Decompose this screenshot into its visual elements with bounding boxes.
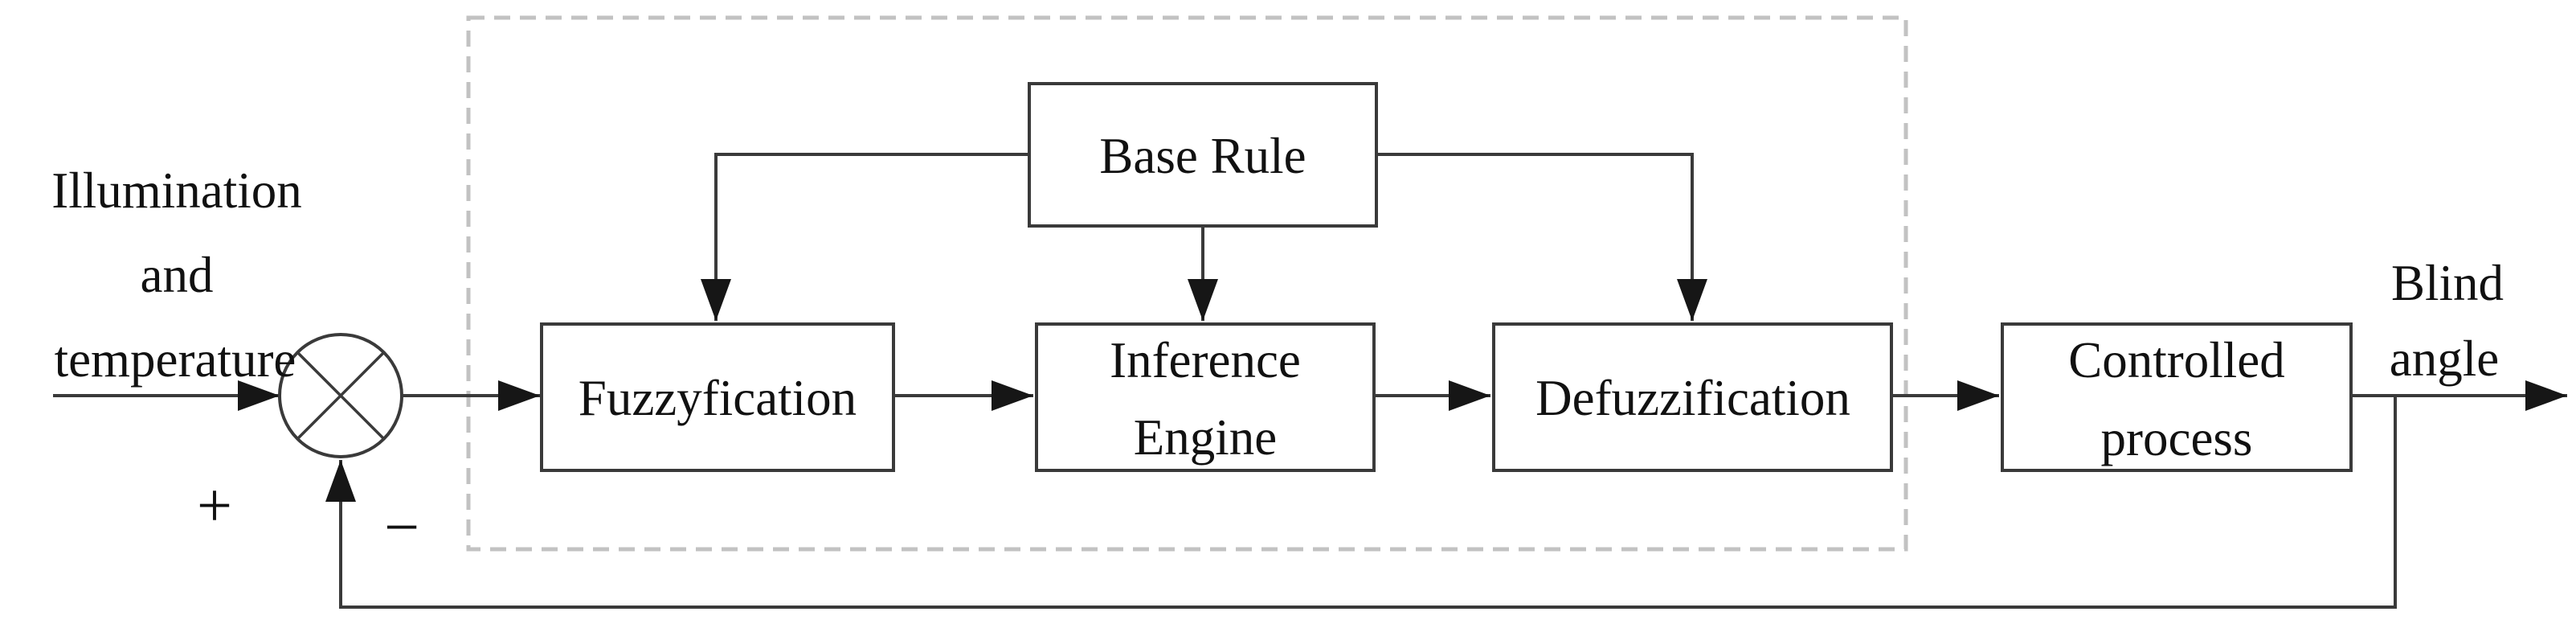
- feedback-arrow: [325, 396, 2397, 609]
- plus-sign: +: [197, 470, 232, 540]
- input-label-line-1: Illumination: [51, 162, 301, 219]
- baserule-to-fuzzyfication-arrow: [701, 153, 1029, 321]
- controlled-label-line-2: process: [2101, 410, 2253, 466]
- baserule-to-defuzzification-arrow: [1376, 153, 1707, 321]
- fuzzyfication-label: Fuzzyfication: [579, 370, 857, 426]
- input-label-line-2: and: [141, 247, 214, 303]
- input-label-line-3: temperature: [55, 331, 296, 388]
- box-inference-engine: [1035, 322, 1376, 472]
- output-label-line-2: angle: [2390, 330, 2499, 387]
- minus-sign: −: [384, 492, 419, 562]
- box-fuzzyfication: [540, 322, 895, 472]
- fuzzy-controller-dashed-boundary: [466, 15, 1908, 552]
- base-rule-label: Base Rule: [1099, 128, 1306, 184]
- box-defuzzification: [1492, 322, 1893, 472]
- box-controlled-process: [2001, 322, 2353, 472]
- summing-junction-cross-diagonal-2: [296, 351, 386, 441]
- box-base-rule: [1028, 82, 1378, 228]
- inference-label-line-2: Engine: [1134, 409, 1277, 466]
- controlled-label-line-1: Controlled: [2068, 332, 2284, 388]
- defuzzification-label: Defuzzification: [1535, 370, 1850, 426]
- output-label-line-1: Blind: [2391, 255, 2504, 311]
- inference-label-line-1: Inference: [1110, 332, 1301, 388]
